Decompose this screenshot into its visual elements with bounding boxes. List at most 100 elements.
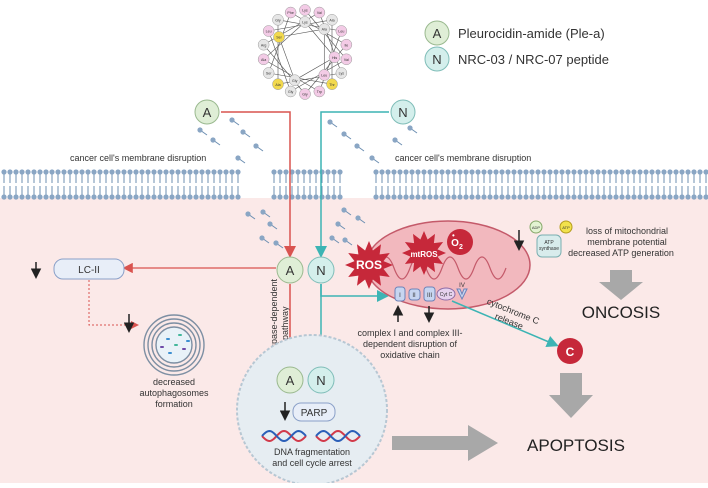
- helix-connector: [277, 72, 342, 85]
- helix-residue: [299, 88, 311, 100]
- legend-n-circle: [424, 46, 450, 72]
- helix-connector: [278, 28, 325, 38]
- helix-residue-label: Val: [344, 58, 349, 62]
- lipid-head: [217, 194, 223, 200]
- lipid-head: [427, 194, 433, 200]
- decreased-line-2: autophagosomes: [139, 388, 209, 398]
- lipid-head: [67, 169, 73, 175]
- decreased-line-3: formation: [155, 399, 193, 409]
- lipid-head: [493, 169, 499, 175]
- complex-text-2: dependent disruption of: [363, 339, 458, 349]
- helix-residue-label: Leu: [266, 30, 272, 34]
- lipid-head: [151, 169, 157, 175]
- lipid-fragment-head: [342, 237, 348, 243]
- helix-residue-label: Phe: [287, 11, 293, 15]
- grey-arrow-apoptosis-right: [392, 425, 498, 461]
- lipid-head: [295, 194, 301, 200]
- helix-residue-label: Ala: [261, 58, 266, 62]
- helix-residue-label: Leu: [321, 74, 327, 78]
- autophagosome-cargo: [186, 340, 190, 342]
- peptide-a-letter-top: A: [203, 105, 212, 120]
- lipid-head: [19, 169, 25, 175]
- helix-residue-label: Gly: [292, 79, 298, 83]
- lipid-head: [223, 169, 229, 175]
- helix-residue: [340, 38, 353, 51]
- complex-ii-label: II: [412, 293, 416, 299]
- lipid-head: [403, 169, 409, 175]
- lipid-head: [25, 194, 31, 200]
- lipid-head: [523, 194, 529, 200]
- helix-connector: [290, 59, 347, 92]
- dna-strand: [315, 429, 361, 443]
- legend-n-letter: N: [432, 52, 441, 67]
- lipid-head: [97, 169, 103, 175]
- lipid-head: [121, 169, 127, 175]
- peptide-a-circle-top: [194, 99, 220, 125]
- lipid-head: [73, 194, 79, 200]
- helix-residue: [272, 14, 284, 26]
- helix-residue-label: Leu: [338, 30, 344, 34]
- helix-residue-label: Thr: [329, 83, 335, 87]
- lipid-head: [127, 169, 133, 175]
- helix-residue: [299, 16, 311, 28]
- lipid-head: [493, 194, 499, 200]
- lipid-fragment-head: [335, 221, 341, 227]
- autophagosome-cargo: [166, 338, 170, 340]
- peptide-n-circle-top: [390, 99, 416, 125]
- helix-residue-label: Ala: [275, 83, 280, 87]
- lipid-head: [127, 194, 133, 200]
- helix-residue: [299, 4, 311, 16]
- lipid-head: [541, 169, 547, 175]
- atp-label: ATP: [562, 225, 570, 230]
- lipid-head: [277, 194, 283, 200]
- lipid-head: [667, 194, 673, 200]
- lipid-head: [409, 194, 415, 200]
- lipid-head: [499, 194, 505, 200]
- lc2-label: LC-II: [78, 265, 100, 276]
- lipid-head: [163, 194, 169, 200]
- lipid-head: [115, 169, 121, 175]
- complex-text-1: complex I and complex III-: [357, 328, 462, 338]
- lipid-head: [139, 169, 145, 175]
- lipid-head: [115, 194, 121, 200]
- complex-ii: [408, 288, 421, 301]
- helix-residue: [335, 67, 348, 79]
- peptide-a-letter-inside: A: [286, 263, 295, 278]
- lipid-head: [283, 194, 289, 200]
- lipid-head: [307, 194, 313, 200]
- lipid-head: [595, 194, 601, 200]
- helix-residue: [262, 67, 275, 79]
- loss-text-1: loss of mitochondrial: [586, 226, 668, 236]
- lipid-head: [1, 169, 7, 175]
- lipid-head: [457, 194, 463, 200]
- complexes: I II III Cyt C IV: [394, 283, 468, 302]
- helix-residue: [272, 78, 284, 90]
- autophagosome-membrane: [143, 314, 205, 376]
- mtros-burst: [402, 231, 446, 275]
- lipid-head: [25, 169, 31, 175]
- cytc-letter: C: [566, 345, 575, 359]
- lipid-head: [619, 194, 625, 200]
- lipid-head: [193, 169, 199, 175]
- lipid-head: [325, 169, 331, 175]
- lipid-head: [139, 194, 145, 200]
- lipid-head: [337, 194, 343, 200]
- lipid-head: [655, 194, 661, 200]
- adp-circle: [529, 220, 543, 234]
- lipid-head: [43, 169, 49, 175]
- lipid-head: [679, 194, 685, 200]
- helix-connector: [290, 12, 347, 45]
- helical-wheel-diagram: LysValGlyLeuAlaThrSerPheIleGlyArgValLysA…: [257, 4, 353, 100]
- lipid-head: [13, 169, 19, 175]
- lipid-head: [571, 169, 577, 175]
- superoxide-charge: •: [452, 231, 455, 240]
- lipid-head: [313, 194, 319, 200]
- lipid-head: [91, 169, 97, 175]
- lipid-head: [397, 169, 403, 175]
- lipid-head: [553, 194, 559, 200]
- pathway-label-2: pathway: [280, 306, 290, 340]
- lipid-head: [481, 194, 487, 200]
- autophagosome-cargo: [174, 344, 178, 346]
- mitochondrion-cristae: [377, 256, 507, 280]
- lipid-fragment-head: [240, 129, 246, 135]
